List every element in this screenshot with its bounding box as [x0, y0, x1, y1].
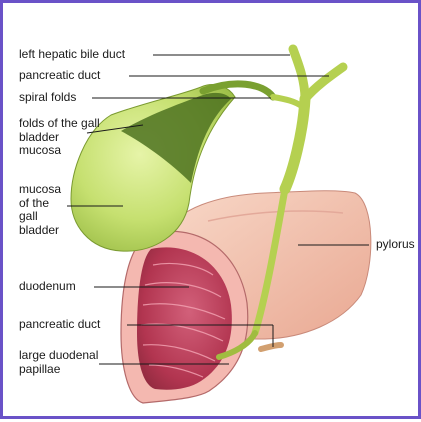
label-large-duodenal-papillae: large duodenal papillae	[19, 349, 98, 376]
label-mucosa-of-gall-bladder: mucosa of the gall bladder	[19, 183, 61, 237]
label-folds-of-gall-bladder-mucosa: folds of the gall bladder mucosa	[19, 117, 100, 158]
label-pancreatic-duct-top: pancreatic duct	[19, 69, 100, 83]
label-pylorus: pylorus	[376, 238, 415, 252]
label-spiral-folds: spiral folds	[19, 91, 76, 105]
label-duodenum: duodenum	[19, 280, 76, 294]
label-pancreatic-duct-bottom: pancreatic duct	[19, 318, 100, 332]
label-left-hepatic-bile-duct: left hepatic bile duct	[19, 48, 125, 62]
